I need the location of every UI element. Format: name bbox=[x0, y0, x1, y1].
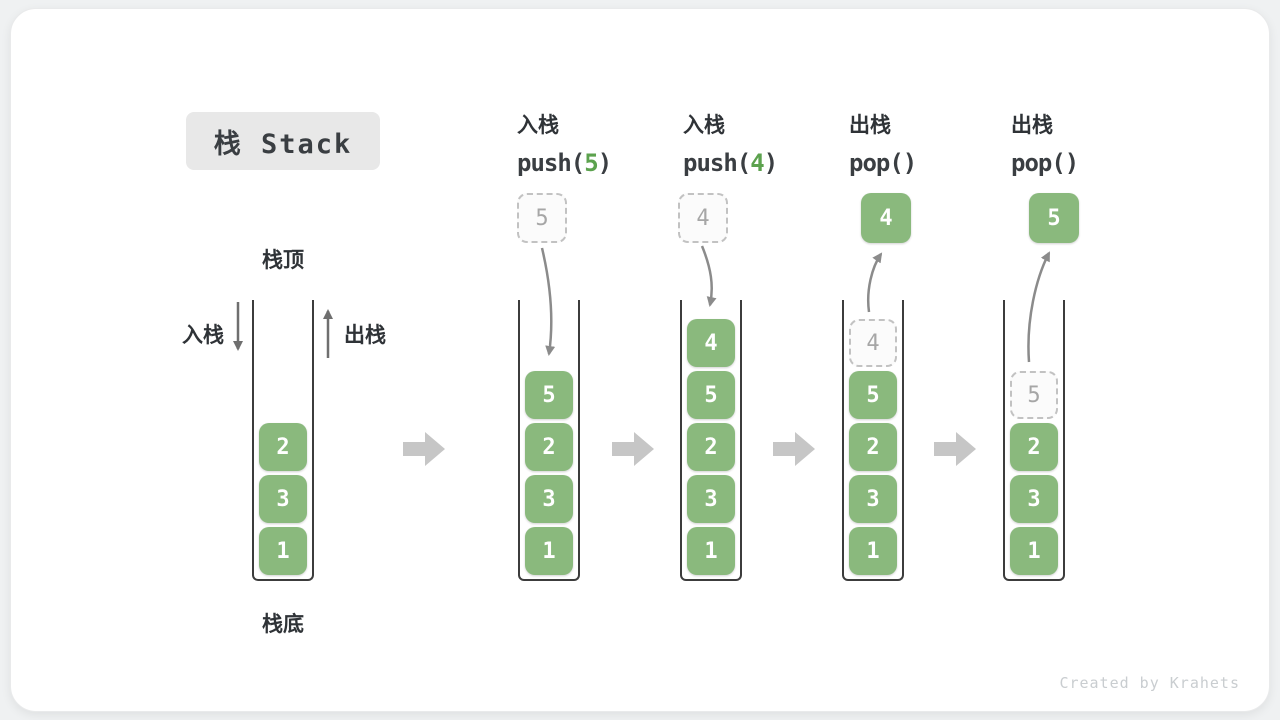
stack-state-4: 4 5 2 3 1 bbox=[842, 300, 904, 581]
stack-element: 5 bbox=[687, 371, 735, 419]
code-argument: 5 bbox=[584, 149, 598, 177]
operation-label-push-5: 入栈 push(5) bbox=[517, 109, 612, 177]
stack-element-ghost: 5 bbox=[1010, 371, 1058, 419]
stack-element: 3 bbox=[259, 475, 307, 523]
stack-element: 3 bbox=[1010, 475, 1058, 523]
push-side-label: 入栈 bbox=[182, 324, 224, 347]
stack-state-3: 4 5 2 3 1 bbox=[680, 300, 742, 581]
code-suffix: ) bbox=[763, 149, 778, 177]
code-prefix: push( bbox=[517, 149, 585, 177]
pop-side-label: 出栈 bbox=[344, 324, 386, 347]
operation-code: push(4) bbox=[683, 149, 778, 177]
credit-text: Created by Krahets bbox=[1059, 674, 1240, 692]
stack-state-2: 5 2 3 1 bbox=[518, 300, 580, 581]
stack-element: 3 bbox=[687, 475, 735, 523]
operation-label-pop-2: 出栈 pop() bbox=[1011, 109, 1079, 177]
stack-element: 1 bbox=[687, 527, 735, 575]
stack-element: 2 bbox=[849, 423, 897, 471]
popped-element-5: 5 bbox=[1029, 193, 1079, 243]
stack-element: 5 bbox=[849, 371, 897, 419]
stack-state-5: 5 2 3 1 bbox=[1003, 300, 1065, 581]
stack-element: 1 bbox=[849, 527, 897, 575]
stack-element: 2 bbox=[687, 423, 735, 471]
operation-code: pop() bbox=[849, 149, 917, 177]
operation-label-push-4: 入栈 push(4) bbox=[683, 109, 778, 177]
stack-element: 2 bbox=[259, 423, 307, 471]
code-prefix: push( bbox=[683, 149, 751, 177]
operation-name: 出栈 bbox=[1011, 114, 1053, 137]
stack-element: 1 bbox=[1010, 527, 1058, 575]
code-suffix: ) bbox=[597, 149, 612, 177]
operation-label-pop-1: 出栈 pop() bbox=[849, 109, 917, 177]
stack-element: 2 bbox=[1010, 423, 1058, 471]
stack-element: 2 bbox=[525, 423, 573, 471]
code-prefix: pop( bbox=[849, 149, 904, 177]
code-prefix: pop( bbox=[1011, 149, 1066, 177]
stack-element-ghost: 4 bbox=[849, 319, 897, 367]
stack-element: 1 bbox=[525, 527, 573, 575]
stack-element: 1 bbox=[259, 527, 307, 575]
operation-code: pop() bbox=[1011, 149, 1079, 177]
popped-element-4: 4 bbox=[861, 193, 911, 243]
operation-name: 出栈 bbox=[849, 114, 891, 137]
stack-element: 5 bbox=[525, 371, 573, 419]
stack-element: 3 bbox=[525, 475, 573, 523]
operation-code: push(5) bbox=[517, 149, 612, 177]
stack-bottom-label: 栈底 bbox=[262, 613, 304, 636]
title-badge: 栈 Stack bbox=[186, 112, 380, 170]
stack-state-1: 2 3 1 bbox=[252, 300, 314, 581]
operation-name: 入栈 bbox=[683, 114, 725, 137]
stack-element: 3 bbox=[849, 475, 897, 523]
stack-element: 4 bbox=[687, 319, 735, 367]
stack-top-label: 栈顶 bbox=[262, 249, 304, 272]
pushed-element-ghost-5: 5 bbox=[517, 193, 567, 243]
code-suffix: ) bbox=[902, 149, 917, 177]
pushed-element-ghost-4: 4 bbox=[678, 193, 728, 243]
operation-name: 入栈 bbox=[517, 114, 559, 137]
code-suffix: ) bbox=[1064, 149, 1079, 177]
code-argument: 4 bbox=[750, 149, 764, 177]
